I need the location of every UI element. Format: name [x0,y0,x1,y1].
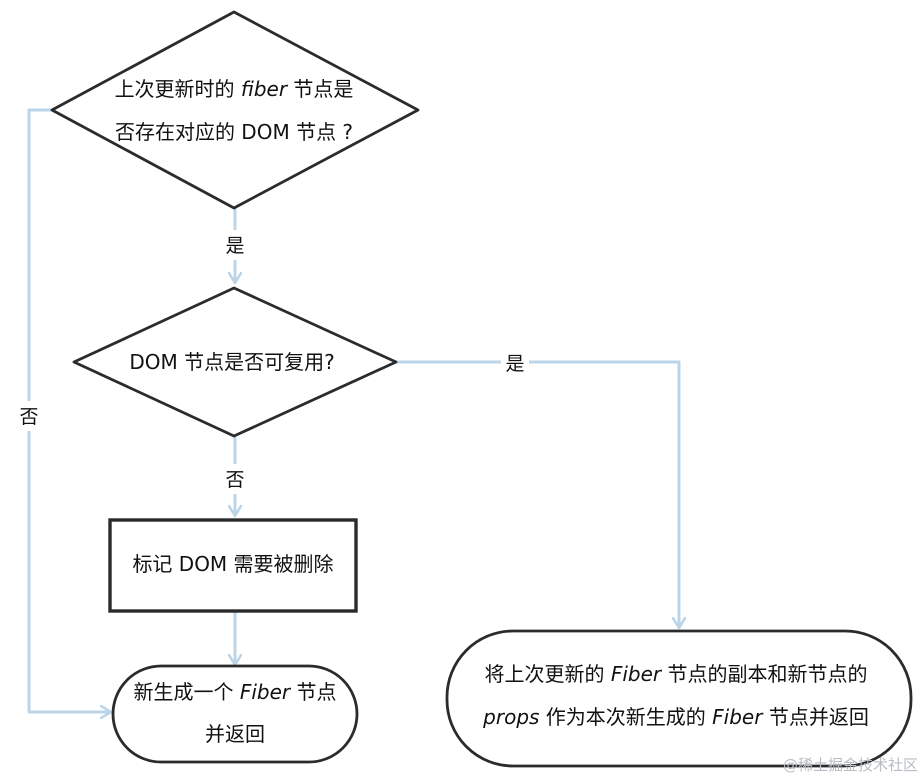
edge-label-d1-no: 否 [19,406,38,428]
process-mark-delete: 标记 DOM 需要被删除 [108,518,358,613]
decision1-line2: 否存在对应的 DOM 节点 ? [115,120,353,144]
edge-label-bg [501,348,529,378]
terminal-pill [111,664,359,764]
edge-label-d2-yes: 是 [505,353,524,375]
decision-dom-reusable: DOM 节点是否可复用? [72,286,398,438]
watermark: @稀土掘金技术社区 [783,756,918,774]
decision-diamond [50,10,420,210]
decision1-line1: 上次更新时的 fiber 节点是 [115,77,354,101]
edge-label-bg [221,230,249,260]
process-box [108,518,358,613]
process-label: 标记 DOM 需要被删除 [132,552,333,576]
edge-label-d1-yes: 是 [225,235,244,257]
terminal-copy-line1: 将上次更新的 Fiber 节点的副本和新节点的 [484,662,867,686]
terminal-copy-line2: props 作为本次新生成的 Fiber 节点并返回 [482,705,869,729]
terminal-new-line2: 并返回 [205,722,265,746]
decision-diamond [72,286,398,438]
terminal-new-fiber: 新生成一个 Fiber 节点 并返回 [111,664,359,764]
edge-label-d2-no: 否 [225,469,244,491]
terminal-pill [445,629,913,768]
terminal-new-line1: 新生成一个 Fiber 节点 [133,680,336,704]
edge-label-bg [15,401,43,431]
edge-label-bg [221,464,249,494]
terminal-copy-fiber: 将上次更新的 Fiber 节点的副本和新节点的 props 作为本次新生成的 F… [445,629,913,768]
connectors [27,108,679,712]
decision2-label: DOM 节点是否可复用? [129,350,334,374]
edge-decision2-to-copy-fiber [394,360,679,627]
decision-dom-exists: 上次更新时的 fiber 节点是 否存在对应的 DOM 节点 ? [50,10,420,210]
edge-labels: 是 否 是 否 [15,230,529,494]
